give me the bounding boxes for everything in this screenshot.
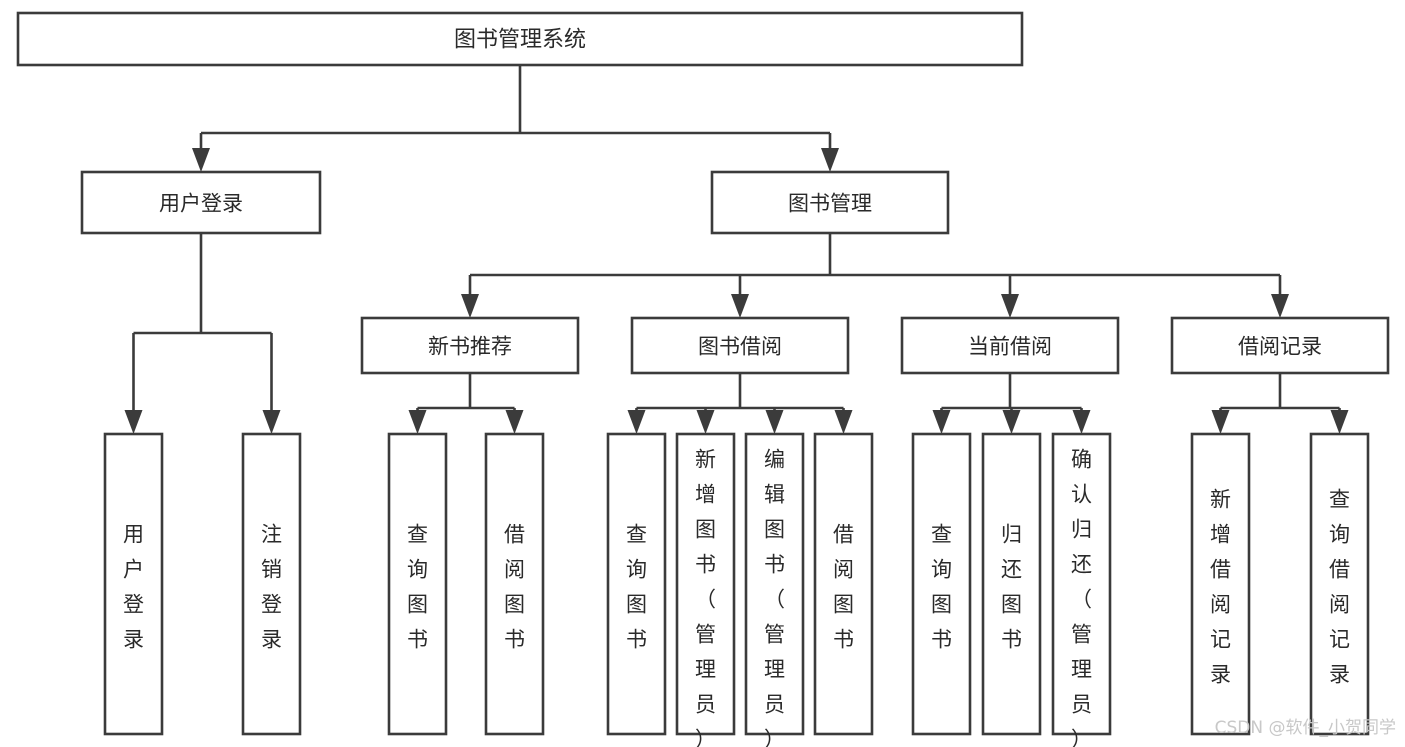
node-bb-edit-book[interactable]: 编辑图书（管理员） — [744, 432, 805, 747]
node-bb-add-book[interactable]: 新增图书（管理员） — [675, 432, 736, 747]
arrow-down-icon-g1-0 — [627, 410, 646, 434]
node-box-root[interactable] — [16, 11, 1024, 67]
node-box-user-login-leaf[interactable] — [103, 432, 164, 736]
arrow-down-icon-g2-0 — [932, 410, 951, 434]
node-box-bb-add-book[interactable] — [675, 432, 736, 736]
arrow-down-icon-g1-3 — [834, 410, 853, 434]
node-label-root: 图书管理系统 — [454, 28, 586, 53]
connector-layer — [124, 65, 1349, 434]
node-label-br-add-record: 新增借阅记录 — [1210, 487, 1231, 686]
node-label-br-query-record: 查询借阅记录 — [1329, 487, 1350, 686]
node-box-br-query-record[interactable] — [1309, 432, 1370, 736]
node-label-cb-return-book: 归还图书 — [1001, 522, 1022, 651]
node-book-borrow[interactable]: 图书借阅 — [630, 316, 850, 375]
node-label-bb-borrow-book: 借阅图书 — [833, 522, 854, 651]
arrow-down-icon-g1-1 — [696, 410, 715, 434]
arrow-down-icon-g3-0 — [1211, 410, 1230, 434]
node-box-user-logout-leaf[interactable] — [241, 432, 302, 736]
arrow-down-icon-user-login-1 — [262, 410, 281, 434]
node-user-login-leaf[interactable]: 用户登录 — [103, 432, 164, 736]
node-bb-borrow-book[interactable]: 借阅图书 — [813, 432, 874, 736]
node-current-borrow[interactable]: 当前借阅 — [900, 316, 1120, 375]
node-label-bb-query-book: 查询图书 — [626, 522, 647, 651]
node-label-bb-add-book: 新增图书（管理员） — [695, 448, 716, 747]
node-book-management[interactable]: 图书管理 — [710, 170, 950, 235]
node-label-user-login-leaf: 用户登录 — [123, 522, 144, 651]
node-label-nbr-borrow-book: 借阅图书 — [504, 522, 525, 651]
node-label-bb-edit-book: 编辑图书（管理员） — [764, 448, 785, 747]
node-box-book-borrow[interactable] — [630, 316, 850, 375]
node-bb-query-book[interactable]: 查询图书 — [606, 432, 667, 736]
csdn-watermark: CSDN @软件_小贺同学 — [1215, 718, 1396, 738]
node-box-cb-query-book[interactable] — [911, 432, 972, 736]
arrow-down-icon-g2-1 — [1002, 410, 1021, 434]
node-br-add-record[interactable]: 新增借阅记录 — [1190, 432, 1251, 736]
arrow-down-icon-root-0 — [192, 148, 210, 172]
node-box-bb-edit-book[interactable] — [744, 432, 805, 736]
node-box-cb-return-book[interactable] — [981, 432, 1042, 736]
node-root[interactable]: 图书管理系统 — [16, 11, 1024, 67]
arrow-down-icon-book-mgmt-0 — [461, 294, 479, 318]
node-box-br-add-record[interactable] — [1190, 432, 1251, 736]
node-box-bb-query-book[interactable] — [606, 432, 667, 736]
node-box-current-borrow[interactable] — [900, 316, 1120, 375]
node-cb-return-book[interactable]: 归还图书 — [981, 432, 1042, 736]
arrow-down-icon-g3-1 — [1330, 410, 1349, 434]
node-box-bb-borrow-book[interactable] — [813, 432, 874, 736]
node-box-user-login[interactable] — [80, 170, 322, 235]
node-nbr-borrow-book[interactable]: 借阅图书 — [484, 432, 545, 736]
node-label-borrow-record: 借阅记录 — [1238, 335, 1322, 359]
arrow-down-icon-book-mgmt-2 — [1001, 294, 1019, 318]
node-label-book-borrow: 图书借阅 — [698, 335, 782, 359]
node-label-user-logout-leaf: 注销登录 — [261, 522, 282, 651]
node-nbr-query-book[interactable]: 查询图书 — [387, 432, 448, 736]
node-borrow-record[interactable]: 借阅记录 — [1170, 316, 1390, 375]
arrow-down-icon-user-login-0 — [124, 410, 143, 434]
node-label-new-book-recommend: 新书推荐 — [428, 335, 512, 359]
arrow-down-icon-book-mgmt-3 — [1271, 294, 1289, 318]
node-box-nbr-borrow-book[interactable] — [484, 432, 545, 736]
arrow-down-icon-g0-0 — [408, 410, 427, 434]
arrow-down-icon-g2-2 — [1072, 410, 1091, 434]
node-label-user-login: 用户登录 — [159, 192, 243, 216]
node-new-book-recommend[interactable]: 新书推荐 — [360, 316, 580, 375]
node-box-nbr-query-book[interactable] — [387, 432, 448, 736]
node-label-cb-confirm-return: 确认归还（管理员） — [1071, 448, 1092, 747]
arrow-down-icon-book-mgmt-1 — [731, 294, 749, 318]
node-user-logout-leaf[interactable]: 注销登录 — [241, 432, 302, 736]
node-box-new-book-recommend[interactable] — [360, 316, 580, 375]
node-cb-confirm-return[interactable]: 确认归还（管理员） — [1051, 432, 1112, 747]
node-label-nbr-query-book: 查询图书 — [407, 522, 428, 651]
arrow-down-icon-g1-2 — [765, 410, 784, 434]
arrow-down-icon-g0-1 — [505, 410, 524, 434]
node-user-login[interactable]: 用户登录 — [80, 170, 322, 235]
node-cb-query-book[interactable]: 查询图书 — [911, 432, 972, 736]
node-br-query-record[interactable]: 查询借阅记录 — [1309, 432, 1370, 736]
node-label-cb-query-book: 查询图书 — [931, 522, 952, 651]
node-box-borrow-record[interactable] — [1170, 316, 1390, 375]
node-box-cb-confirm-return[interactable] — [1051, 432, 1112, 736]
node-label-current-borrow: 当前借阅 — [968, 335, 1052, 359]
node-box-book-management[interactable] — [710, 170, 950, 235]
node-label-book-management: 图书管理 — [788, 192, 872, 216]
node-layer: 图书管理系统用户登录图书管理用户登录注销登录新书推荐查询图书借阅图书图书借阅查询… — [16, 11, 1390, 747]
arrow-down-icon-root-1 — [821, 148, 839, 172]
